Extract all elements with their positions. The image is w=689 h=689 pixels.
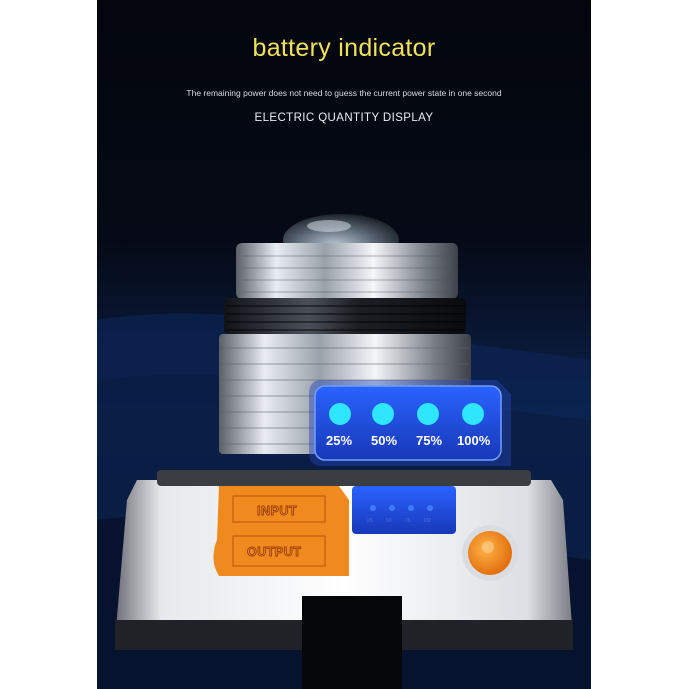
mini-level: 100: [423, 518, 432, 524]
input-button-frame: [232, 495, 326, 523]
input-label: INPUT: [257, 504, 297, 518]
heatsink: [224, 298, 466, 334]
mini-indicator-strip: [352, 486, 456, 534]
mini-level: 75: [405, 518, 411, 524]
mini-level: 25: [367, 518, 373, 524]
led-25: [329, 403, 351, 425]
power-button: [468, 531, 512, 575]
output-button-frame: [232, 535, 326, 567]
headline: battery indicator: [252, 34, 436, 62]
level-label: 75%: [416, 433, 442, 448]
level-label: 50%: [371, 433, 397, 448]
heatsink-fins: [225, 305, 465, 331]
chrome-ridges: [242, 255, 452, 293]
orange-switch-panel: [213, 486, 349, 576]
caption: ELECTRIC QUANTITY DISPLAY: [254, 112, 434, 124]
led-100: [462, 403, 484, 425]
product-image: INPUT OUTPUT 25 50 75 100 25% 50% 75% 10…: [97, 0, 591, 689]
subtitle: The remaining power does not need to gue…: [186, 88, 502, 98]
led-50: [372, 403, 394, 425]
level-label: 25%: [326, 433, 352, 448]
battery-indicator-panel: [314, 385, 502, 461]
chrome-bezel: [236, 243, 458, 299]
mini-leds: [370, 505, 433, 511]
body-seam: [157, 470, 531, 486]
headlamp-illustration: INPUT OUTPUT 25 50 75 100 25% 50% 75% 10…: [97, 214, 591, 689]
level-label: 100%: [457, 433, 491, 448]
mini-level: 50: [386, 518, 392, 524]
led-75: [417, 403, 439, 425]
power-button-highlight: [482, 541, 494, 553]
lens-highlight: [307, 220, 351, 232]
headband-slot: [302, 596, 402, 689]
output-label: OUTPUT: [247, 545, 301, 559]
battery-leds: [329, 403, 484, 425]
